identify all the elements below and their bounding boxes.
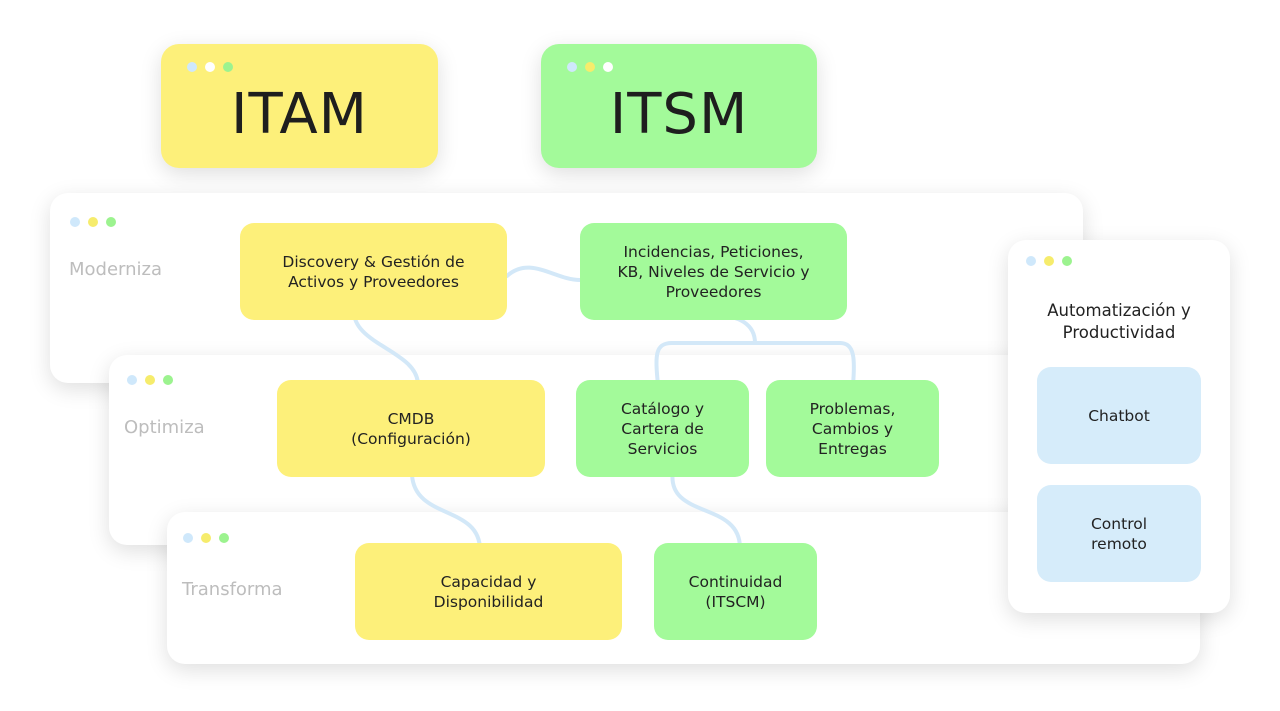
itsm-title: ITSM: [609, 82, 749, 147]
node-chatbot: Chatbot: [1037, 367, 1201, 464]
layer-label-optimiza: Optimiza: [124, 417, 205, 438]
node-cmdb: CMDB (Configuración): [277, 380, 545, 477]
dot-yellow: [145, 375, 155, 385]
node-problemas: Problemas, Cambios y Entregas: [766, 380, 939, 477]
dot-green: [106, 217, 116, 227]
layer-label-transforma: Transforma: [182, 579, 283, 600]
dot-blue: [70, 217, 80, 227]
dot-yellow: [1044, 256, 1054, 266]
node-catalogo: Catálogo y Cartera de Servicios: [576, 380, 749, 477]
dot-green: [163, 375, 173, 385]
dot-green: [1062, 256, 1072, 266]
window-dots: [127, 375, 173, 385]
automation-panel: Automatización y Productividad Chatbot C…: [1008, 240, 1230, 613]
dot-green: [219, 533, 229, 543]
dot-white: [205, 62, 215, 72]
dot-blue: [1026, 256, 1036, 266]
dot-blue: [183, 533, 193, 543]
layer-label-moderniza: Moderniza: [69, 259, 163, 280]
automation-title: Automatización y Productividad: [1047, 301, 1191, 342]
dot-white: [603, 62, 613, 72]
node-incidencias: Incidencias, Peticiones, KB, Niveles de …: [580, 223, 847, 320]
dot-blue: [567, 62, 577, 72]
dot-green: [223, 62, 233, 72]
node-continuidad: Continuidad (ITSCM): [654, 543, 817, 640]
dot-blue: [127, 375, 137, 385]
window-dots: [1026, 256, 1072, 266]
layer-moderniza: Moderniza: [50, 193, 1083, 383]
window-dots: [567, 62, 613, 72]
dot-yellow: [585, 62, 595, 72]
itam-title: ITAM: [231, 82, 368, 147]
window-dots: [187, 62, 233, 72]
dot-yellow: [88, 217, 98, 227]
window-dots: [183, 533, 229, 543]
itsm-header-card: ITSM: [541, 44, 817, 168]
window-dots: [70, 217, 116, 227]
node-discovery: Discovery & Gestión de Activos y Proveed…: [240, 223, 507, 320]
node-control-remoto: Control remoto: [1037, 485, 1201, 582]
node-capacidad: Capacidad y Disponibilidad: [355, 543, 622, 640]
itam-header-card: ITAM: [161, 44, 438, 168]
dot-blue: [187, 62, 197, 72]
dot-yellow: [201, 533, 211, 543]
